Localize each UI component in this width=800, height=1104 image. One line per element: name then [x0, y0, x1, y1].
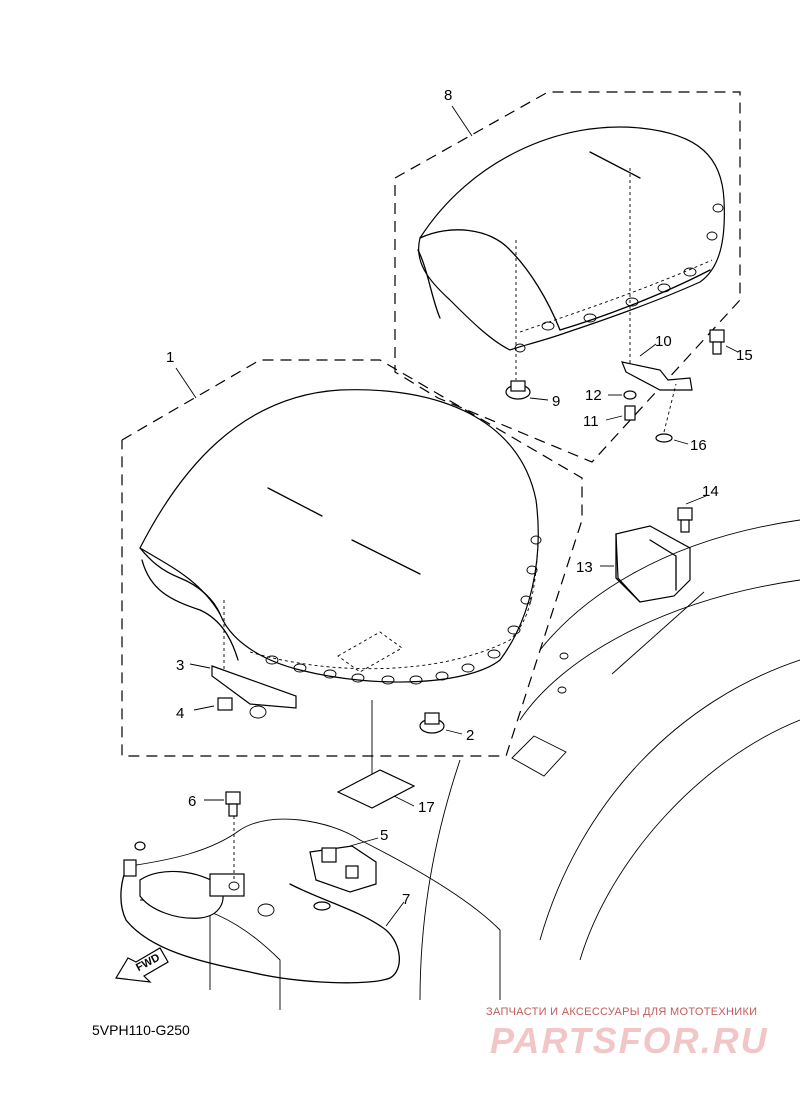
rear-seat-group: 8 [394, 87, 741, 463]
callout-8: 8 [444, 87, 452, 104]
callout-11: 11 [583, 413, 599, 430]
diagram-code: 5VPH110-G250 [92, 1022, 190, 1038]
front-seat-studs [265, 535, 542, 685]
label-plate-17: 17 [336, 700, 435, 816]
callout-3: 3 [176, 657, 184, 674]
callout-2: 2 [466, 727, 474, 744]
watermark-logo: PARTSFOR.RU [490, 1020, 769, 1061]
frame-outline [419, 519, 800, 1001]
callout-16: 16 [690, 437, 707, 454]
callout-12: 12 [585, 387, 602, 404]
front-seat-group: 1 [121, 349, 583, 757]
callout-7: 7 [402, 891, 410, 908]
callout-5: 5 [380, 827, 388, 844]
lower-frame-group: 6 5 7 [120, 791, 501, 1010]
fwd-arrow-icon: FWD [115, 947, 169, 983]
rear-seat-studs [514, 203, 724, 353]
callout-17: 17 [418, 799, 435, 816]
bracket-group: 14 13 [576, 483, 719, 675]
rear-seat-hardware: 9 10 12 11 15 16 [505, 329, 753, 454]
callout-1: 1 [166, 349, 174, 366]
callout-14: 14 [702, 483, 719, 500]
callout-10: 10 [655, 333, 672, 350]
callout-9: 9 [552, 393, 560, 410]
callout-13: 13 [576, 559, 593, 576]
callout-6: 6 [188, 793, 196, 810]
watermark-tagline: ЗАПЧАСТИ И АКСЕССУАРЫ ДЛЯ МОТОТЕХНИКИ [486, 1006, 758, 1018]
callout-4: 4 [176, 705, 184, 722]
callout-15: 15 [736, 347, 753, 364]
front-seat-hardware: 2 3 4 [176, 657, 474, 744]
